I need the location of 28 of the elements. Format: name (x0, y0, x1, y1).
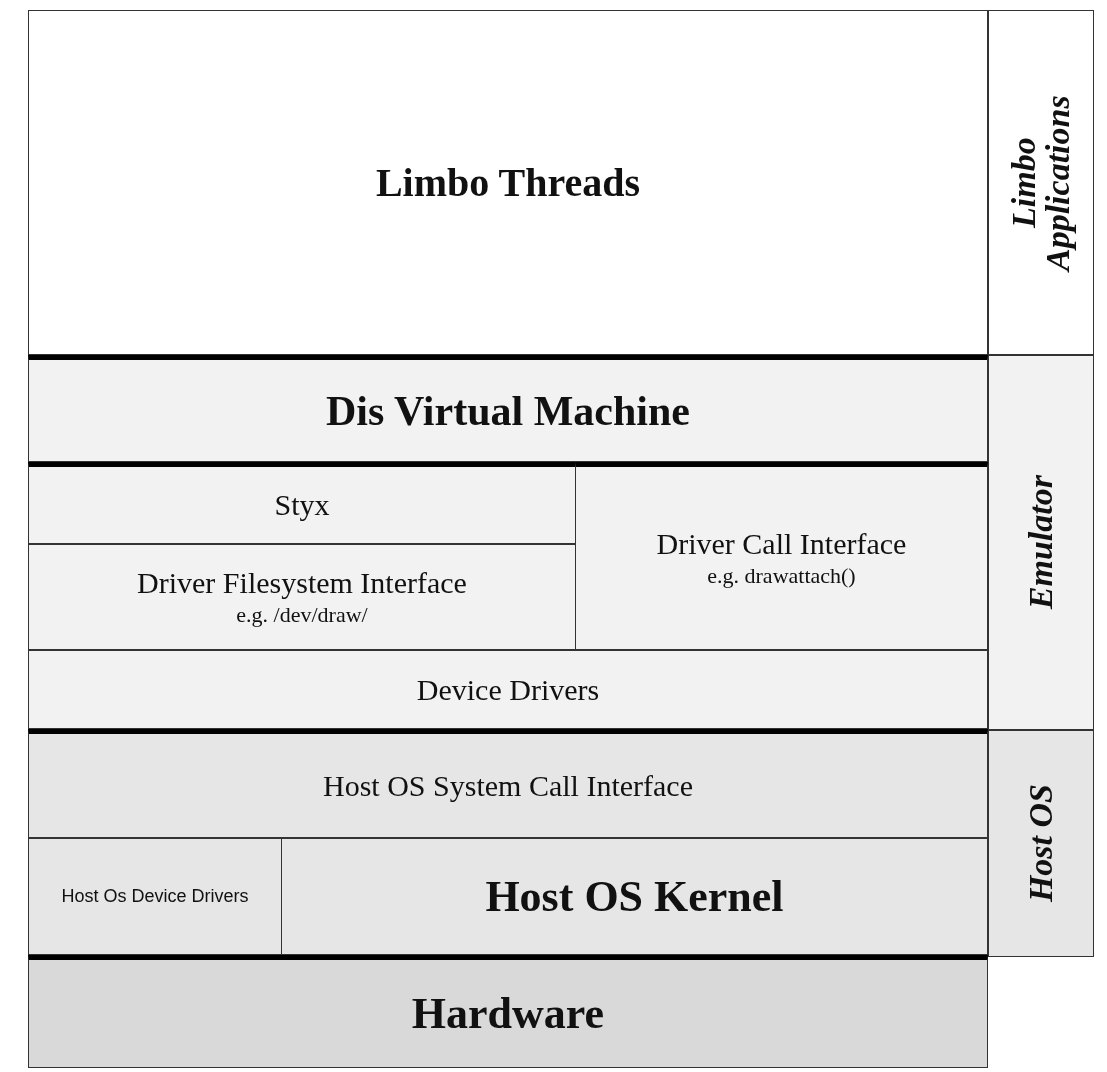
layer-box (28, 462, 576, 544)
group-label: Host OS (1024, 784, 1058, 903)
layer-label: Styx (274, 488, 330, 522)
group-label: Limbo Applications (1007, 93, 1075, 273)
layer-label: Host OS Kernel (485, 871, 784, 922)
group-band (988, 355, 1094, 730)
group-label: Emulator (1024, 475, 1058, 610)
layer-box (28, 355, 988, 462)
layer-label: Limbo Threads (375, 159, 641, 206)
layer-label: Driver Filesystem Interface (137, 566, 467, 600)
layer-box (575, 462, 988, 650)
example-text: e.g. drawattach() (707, 563, 856, 589)
layer-label: Host Os Device Drivers (60, 885, 250, 909)
layer-box (28, 838, 282, 955)
layer-box (28, 650, 988, 729)
layer-box (28, 10, 988, 355)
example-text: e.g. /dev/draw/ (236, 602, 368, 628)
layer-label: Hardware (411, 988, 605, 1039)
layer-label: Host OS System Call Interface (323, 768, 693, 803)
layer-box (281, 838, 988, 955)
layer-box (28, 544, 576, 650)
layer-label: Dis Virtual Machine (326, 386, 690, 435)
group-band (988, 10, 1094, 355)
group-band (988, 730, 1094, 957)
layer-label: Driver Call Interface (656, 527, 907, 561)
layer-label: Device Drivers (416, 672, 600, 707)
layer-box (28, 955, 988, 1068)
layer-box (28, 729, 988, 838)
